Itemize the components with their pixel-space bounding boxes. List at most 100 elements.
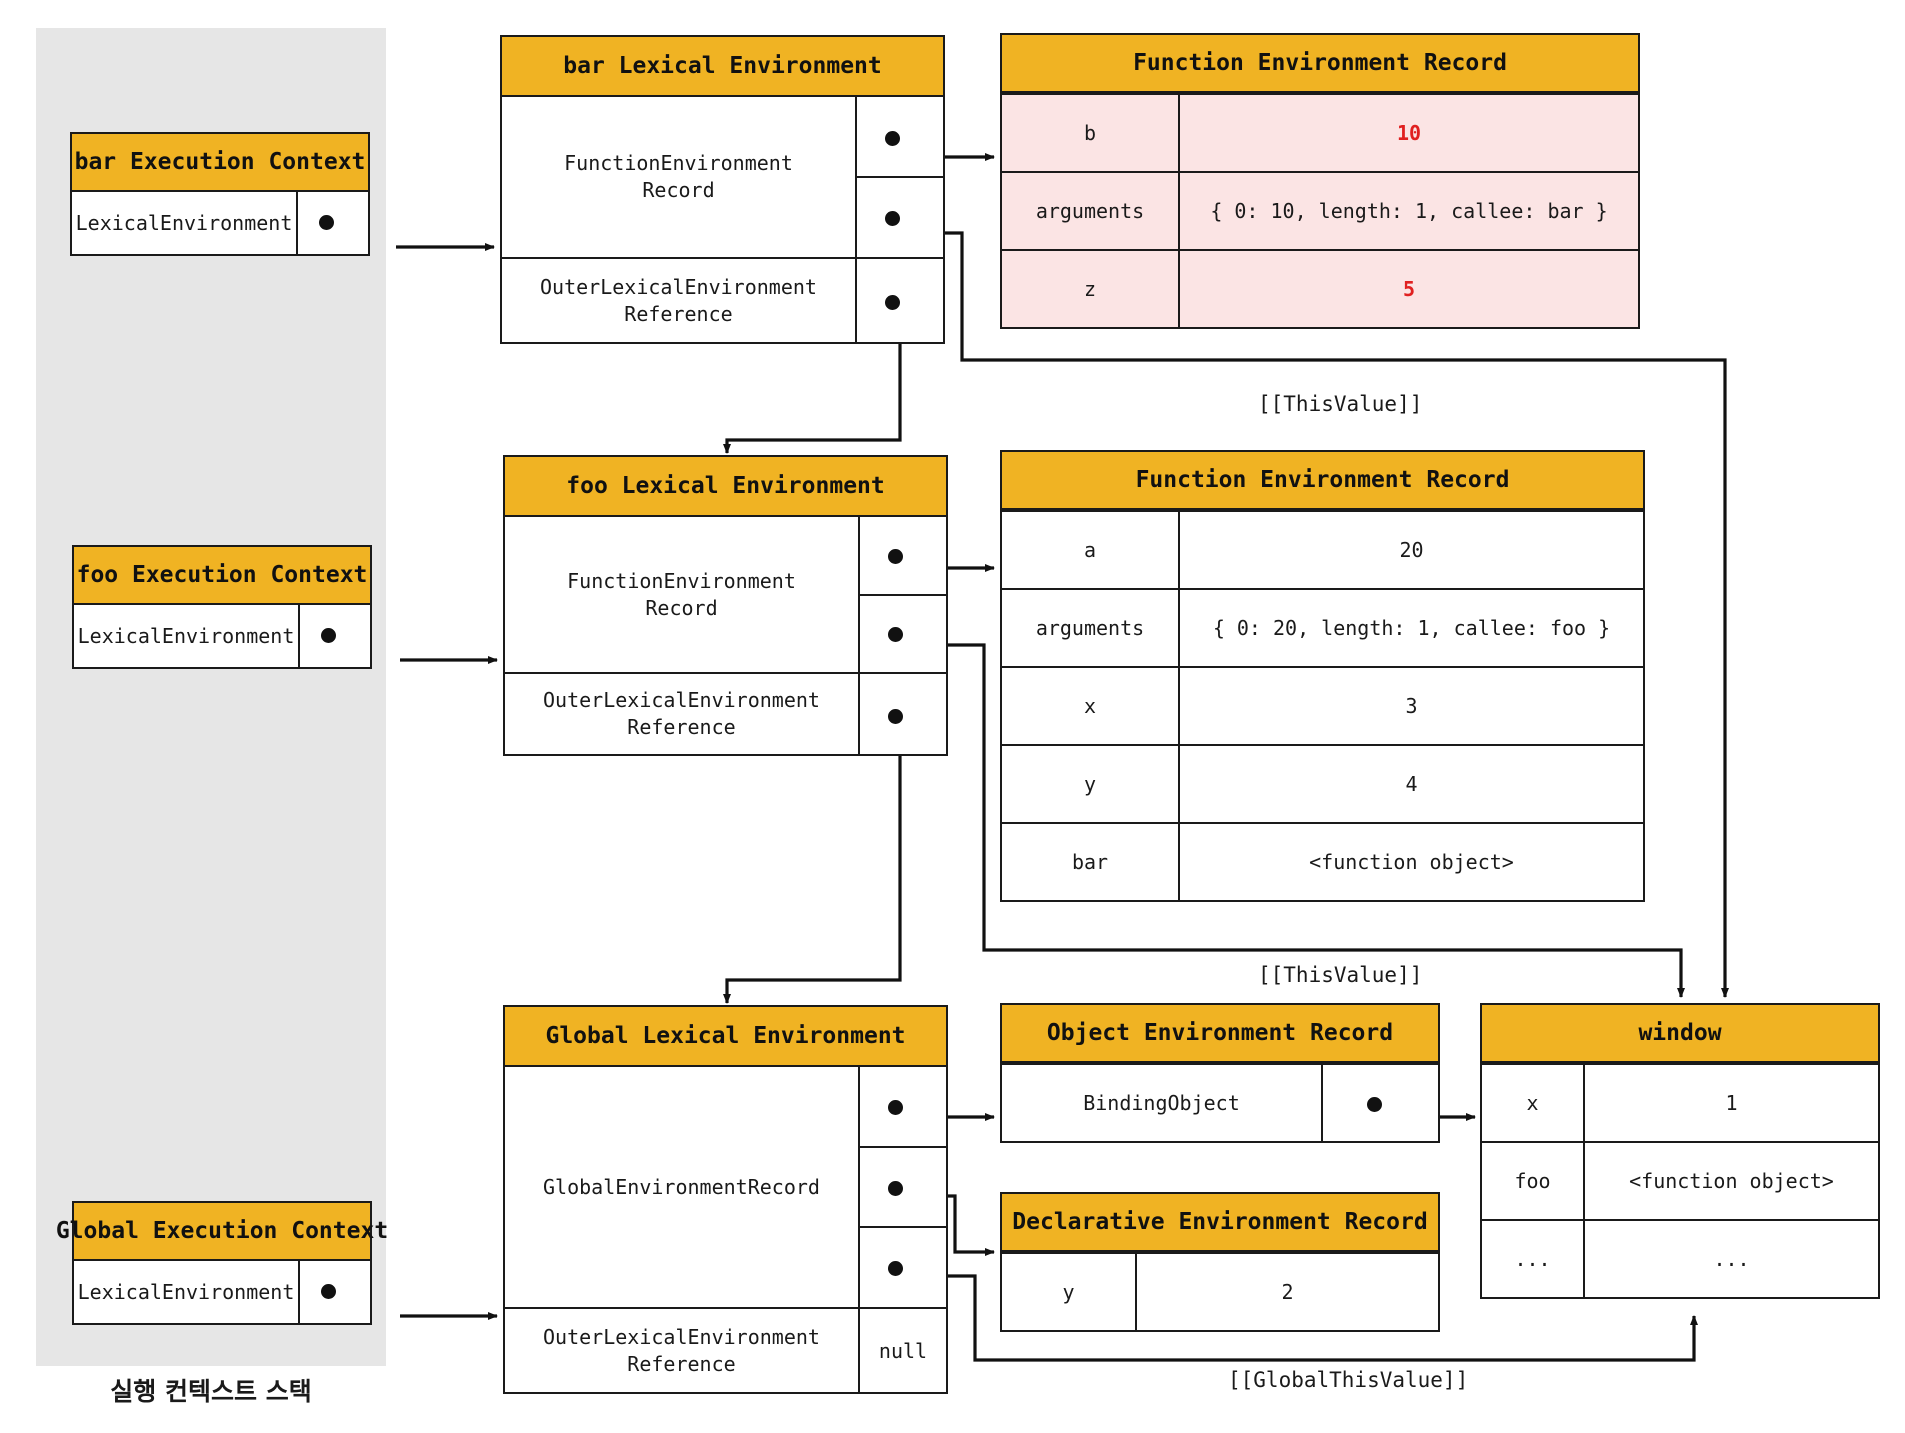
foo-lexical-environment-label: LexicalEnvironment: [74, 605, 300, 667]
record-value: <function object>: [1309, 850, 1514, 874]
foo-function-environment-record-table[interactable]: Function Environment Record a 20 argumen…: [1000, 450, 1645, 902]
foo-outer-reference-row: OuterLexicalEnvironment Reference: [505, 672, 946, 754]
record-value: ...: [1713, 1247, 1750, 1271]
record-key: arguments: [1002, 173, 1180, 249]
global-environment-record-label: GlobalEnvironmentRecord: [505, 1067, 860, 1307]
pointer-dot-icon: [321, 1284, 336, 1299]
table-row: a 20: [1002, 510, 1643, 588]
global-outer-reference-label: OuterLexicalEnvironment Reference: [505, 1309, 860, 1392]
declarative-environment-record-title: Declarative Environment Record: [1002, 1194, 1438, 1252]
table-row: ... ...: [1482, 1219, 1878, 1297]
record-value: 2: [1281, 1280, 1294, 1304]
table-row: y 4: [1002, 744, 1643, 822]
binding-object-label: BindingObject: [1002, 1065, 1323, 1141]
pointer-dot-icon: [888, 1180, 903, 1196]
global-outer-reference-value: null: [878, 1338, 928, 1363]
table-row: arguments { 0: 10, length: 1, callee: ba…: [1002, 171, 1638, 249]
object-environment-record-title: Object Environment Record: [1002, 1005, 1438, 1063]
record-value: 1: [1725, 1091, 1738, 1115]
global-record-pointer-this: [860, 1228, 946, 1307]
bar-execution-context-row: LexicalEnvironment: [72, 192, 368, 254]
record-value: 3: [1405, 694, 1418, 718]
record-key: x: [1002, 668, 1180, 744]
foo-execution-context-title: foo Execution Context: [74, 547, 370, 605]
global-record-pointer-declarative: [860, 1148, 946, 1229]
pointer-dot-icon: [885, 295, 900, 310]
bar-outer-reference-row: OuterLexicalEnvironment Reference: [502, 257, 943, 342]
record-value: 10: [1396, 121, 1422, 145]
global-execution-context[interactable]: Global Execution Context LexicalEnvironm…: [56, 1201, 388, 1325]
bar-function-environment-record-title: Function Environment Record: [1002, 35, 1638, 93]
record-value: 4: [1405, 772, 1418, 796]
global-this-value-label: [[GlobalThisValue]]: [1228, 1368, 1469, 1392]
pointer-dot-icon: [1367, 1097, 1382, 1112]
record-key: foo: [1482, 1143, 1585, 1219]
object-environment-record-table[interactable]: Object Environment Record BindingObject: [1000, 1003, 1440, 1143]
global-environment-record-row: GlobalEnvironmentRecord: [505, 1067, 946, 1307]
table-row: b 10: [1002, 93, 1638, 171]
pointer-dot-icon: [888, 709, 903, 724]
global-execution-context-title: Global Execution Context: [56, 1203, 388, 1261]
bar-record-pointer-bottom: [857, 178, 943, 257]
record-key: y: [1002, 1254, 1137, 1330]
record-key: b: [1002, 95, 1180, 171]
pointer-dot-icon: [321, 628, 336, 643]
execution-context-stack-caption: 실행 컨텍스트 스택: [110, 1377, 312, 1406]
record-key: bar: [1002, 824, 1180, 900]
bar-lexical-environment-title: bar Lexical Environment: [502, 37, 943, 97]
record-key: ...: [1482, 1221, 1585, 1297]
foo-outer-pointer-cell: [860, 674, 946, 754]
table-row: bar <function object>: [1002, 822, 1643, 900]
global-lexical-environment-title: Global Lexical Environment: [505, 1007, 946, 1067]
table-row: BindingObject: [1002, 1063, 1438, 1141]
record-key: arguments: [1002, 590, 1180, 666]
declarative-environment-record-table[interactable]: Declarative Environment Record y 2: [1000, 1192, 1440, 1332]
pointer-dot-icon: [888, 1261, 903, 1277]
record-key: a: [1002, 512, 1180, 588]
foo-function-environment-record-title: Function Environment Record: [1002, 452, 1643, 510]
foo-lexical-environment[interactable]: foo Lexical Environment FunctionEnvironm…: [503, 455, 948, 756]
foo-lexical-environment-pointer-cell: [300, 605, 370, 667]
global-lexical-environment-label: LexicalEnvironment: [74, 1261, 300, 1323]
record-value: <function object>: [1629, 1169, 1834, 1193]
foo-outer-reference-label: OuterLexicalEnvironment Reference: [505, 674, 860, 754]
table-row: y 2: [1002, 1252, 1438, 1330]
global-lexical-environment[interactable]: Global Lexical Environment GlobalEnviron…: [503, 1005, 948, 1394]
foo-lexical-environment-title: foo Lexical Environment: [505, 457, 946, 517]
table-row: x 1: [1482, 1063, 1878, 1141]
table-row: arguments { 0: 20, length: 1, callee: fo…: [1002, 588, 1643, 666]
global-record-pointer-binding: [860, 1067, 946, 1148]
record-key: y: [1002, 746, 1180, 822]
foo-function-environment-record-label: FunctionEnvironment Record: [505, 517, 860, 672]
window-object-title: window: [1482, 1005, 1878, 1063]
record-value: 20: [1399, 538, 1424, 562]
this-value-label-foo: [[ThisValue]]: [1258, 963, 1423, 987]
this-value-label-bar: [[ThisValue]]: [1258, 392, 1423, 416]
bar-outer-pointer-cell: [857, 259, 943, 342]
table-row: x 3: [1002, 666, 1643, 744]
foo-record-pointer-cell: [860, 517, 946, 672]
pointer-dot-icon: [319, 215, 334, 230]
pointer-dot-icon: [888, 1100, 903, 1115]
record-key: x: [1482, 1065, 1585, 1141]
bar-record-pointer-cell: [857, 97, 943, 257]
record-value: 5: [1402, 277, 1416, 301]
binding-object-pointer-cell: [1323, 1065, 1438, 1141]
pointer-dot-icon: [888, 626, 903, 642]
pointer-dot-icon: [885, 211, 900, 226]
record-value: { 0: 10, length: 1, callee: bar }: [1210, 199, 1608, 223]
bar-execution-context[interactable]: bar Execution Context LexicalEnvironment: [70, 132, 370, 256]
window-object-table[interactable]: window x 1 foo <function object> ... ...: [1480, 1003, 1880, 1299]
global-lexical-environment-pointer-cell: [300, 1261, 370, 1323]
bar-lexical-environment-label: LexicalEnvironment: [72, 192, 298, 254]
foo-execution-context[interactable]: foo Execution Context LexicalEnvironment: [72, 545, 372, 669]
global-execution-context-row: LexicalEnvironment: [74, 1261, 370, 1323]
global-outer-reference-row: OuterLexicalEnvironment Reference null: [505, 1307, 946, 1392]
bar-function-environment-record-row: FunctionEnvironment Record: [502, 97, 943, 257]
table-row: z 5: [1002, 249, 1638, 327]
bar-function-environment-record-label: FunctionEnvironment Record: [502, 97, 857, 257]
record-value: { 0: 20, length: 1, callee: foo }: [1212, 616, 1611, 640]
bar-lexical-environment[interactable]: bar Lexical Environment FunctionEnvironm…: [500, 35, 945, 344]
bar-outer-reference-label: OuterLexicalEnvironment Reference: [502, 259, 857, 342]
bar-function-environment-record-table[interactable]: Function Environment Record b 10 argumen…: [1000, 33, 1640, 329]
